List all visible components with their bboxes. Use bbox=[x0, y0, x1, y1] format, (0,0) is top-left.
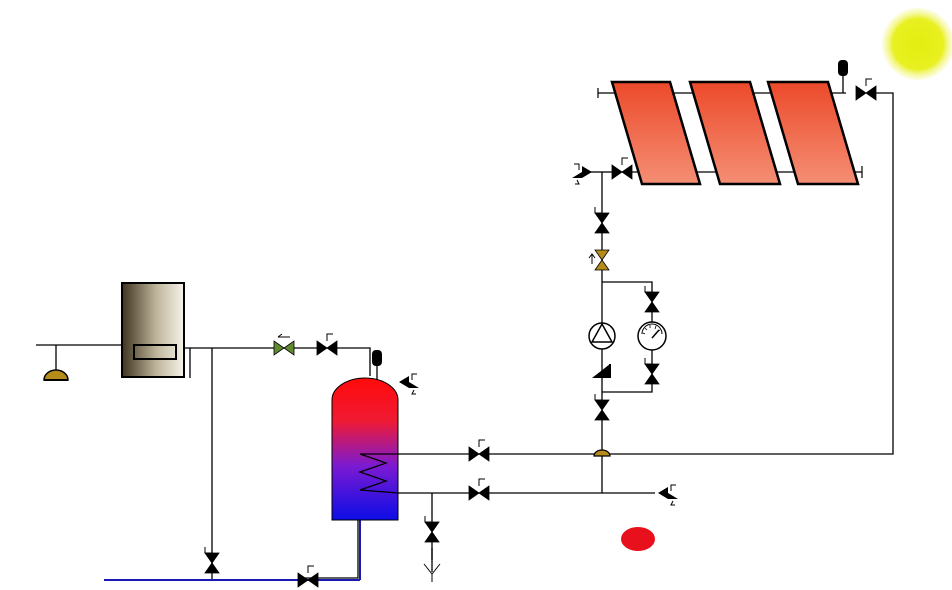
solar-collector-2 bbox=[688, 80, 782, 186]
boiler-hot-pipe bbox=[180, 347, 371, 376]
gate-valve-pump-upper bbox=[594, 212, 610, 234]
gate-valve-gauge-upper bbox=[644, 291, 660, 313]
balancing-valve bbox=[588, 249, 610, 271]
gate-valve-flow bbox=[468, 485, 490, 501]
gate-valve-drain bbox=[424, 521, 440, 543]
safety-valve-collector bbox=[572, 163, 592, 185]
safety-valve-solar bbox=[658, 484, 678, 506]
expansion-vessel-solar bbox=[593, 449, 611, 457]
drain-icon bbox=[423, 563, 441, 582]
safety-valve-tank bbox=[399, 373, 419, 395]
solar-collector-1 bbox=[610, 80, 702, 186]
solar-collector-3 bbox=[766, 80, 860, 186]
gas-regulator-icon bbox=[43, 369, 69, 381]
solar-storage-tank-icon bbox=[331, 377, 399, 521]
gate-valve-collector-out bbox=[855, 85, 877, 101]
valves bbox=[204, 85, 877, 588]
thermostatic-mixing-valve bbox=[273, 333, 295, 356]
gas-boiler-icon bbox=[121, 282, 185, 378]
gate-valve-bypass bbox=[204, 552, 220, 574]
gate-valve-cold bbox=[297, 572, 319, 588]
gate-valve-boiler bbox=[316, 340, 338, 356]
check-valve-icon bbox=[592, 364, 611, 378]
gate-valve-pump-lower bbox=[594, 399, 610, 421]
solar-collector-array bbox=[610, 80, 860, 186]
pressure-gauge-icon bbox=[637, 321, 667, 351]
gate-valve-return bbox=[468, 446, 490, 462]
air-vent-collector-icon bbox=[838, 60, 848, 93]
gate-valve-gauge-lower bbox=[644, 363, 660, 385]
air-vent-icon bbox=[372, 350, 382, 380]
gate-valve-collector-in bbox=[611, 164, 633, 180]
solar-return-pipe bbox=[398, 92, 894, 455]
circulation-pump-icon bbox=[588, 322, 616, 350]
sun-icon bbox=[882, 8, 952, 80]
tank-cold-pipe bbox=[300, 520, 359, 579]
boiler-display bbox=[133, 344, 177, 360]
expansion-vessel-red bbox=[621, 527, 655, 551]
tank-coil bbox=[358, 453, 399, 494]
